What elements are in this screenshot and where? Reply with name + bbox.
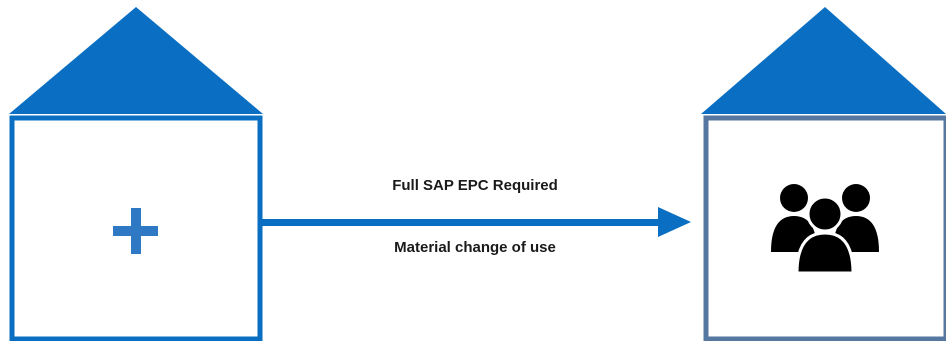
left-house-roof: [9, 7, 263, 114]
arrow-shaft: [260, 219, 665, 226]
left-house: [9, 7, 263, 341]
right-house-roof: [701, 7, 946, 114]
right-house: [701, 7, 946, 341]
arrow-label-bottom: Material change of use: [394, 239, 556, 256]
arrow-head: [658, 207, 691, 237]
arrow-label-top: Full SAP EPC Required: [392, 177, 558, 194]
transition-arrow: [260, 207, 691, 237]
people-group-icon: [771, 184, 879, 275]
plus-icon: [113, 208, 158, 254]
